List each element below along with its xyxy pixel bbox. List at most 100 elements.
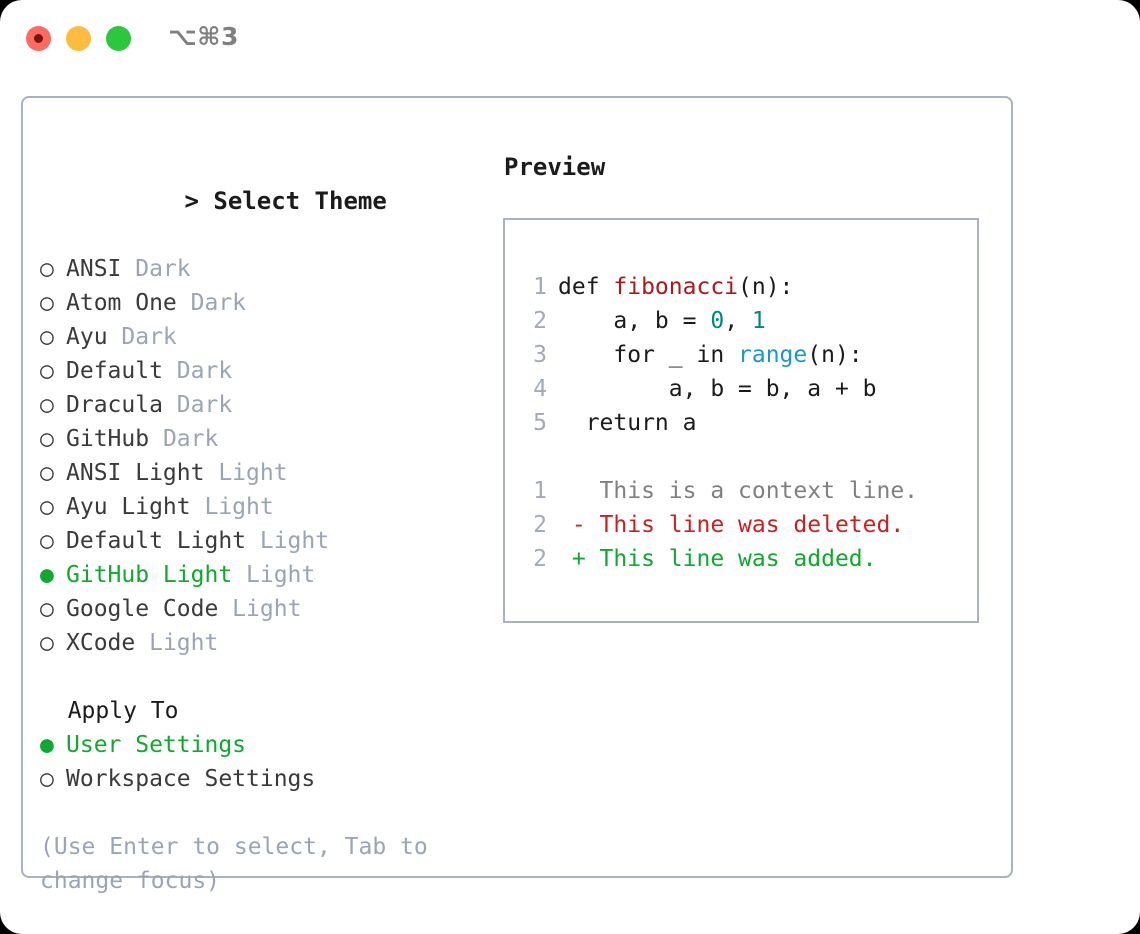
apply-to-label: Apply To (40, 694, 503, 728)
apply-to-option-list: ● User Settings ○ Workspace Settings (40, 728, 503, 796)
code-token-num: 1 (751, 308, 766, 334)
diff-line-ctx: 1 This is a context line. (525, 474, 977, 508)
theme-option-atom-one[interactable]: ○ Atom One Dark (40, 286, 503, 320)
theme-option-tag: Dark (121, 256, 191, 282)
theme-option-label: Default (66, 358, 163, 384)
theme-picker-header: > Select Theme (40, 150, 503, 252)
theme-option-dracula[interactable]: ○ Dracula Dark (40, 388, 503, 422)
theme-option-label: Ayu Light (66, 494, 191, 520)
radio-unselected-icon: ○ (40, 528, 54, 554)
diff-line-del: 2 - This line was deleted. (525, 508, 977, 542)
theme-option-label: GitHub (66, 426, 150, 452)
radio-unselected-icon: ○ (40, 358, 54, 384)
code-line: 3 for _ in range(n): (525, 338, 977, 372)
theme-option-tag: Light (246, 528, 330, 554)
theme-option-google-code[interactable]: ○ Google Code Light (40, 592, 503, 626)
radio-unselected-icon: ○ (40, 596, 54, 622)
theme-option-ansi[interactable]: ○ ANSI Dark (40, 252, 503, 286)
minimize-button[interactable] (66, 26, 91, 51)
theme-option-default[interactable]: ○ Default Dark (40, 354, 503, 388)
code-token-plain: for _ in (558, 342, 739, 368)
main-panel: > Select Theme ○ANSI Dark○Atom One Dark○… (21, 96, 1013, 894)
theme-option-label: Atom One (66, 290, 177, 316)
code-diff-spacer (525, 440, 977, 474)
line-number: 3 (533, 342, 547, 368)
code-token-plain: (n): (807, 342, 863, 368)
diff-line-text: This is a context line. (558, 478, 919, 504)
apply-to-option-label: Workspace Settings (66, 766, 316, 792)
maximize-button[interactable] (106, 26, 131, 51)
theme-option-ayu-light[interactable]: ○ Ayu Light Light (40, 490, 503, 524)
apply-to-option-user-settings[interactable]: ● User Settings (40, 728, 503, 762)
radio-unselected-icon: ○ (40, 630, 54, 656)
code-token-plain: , (724, 308, 752, 334)
theme-option-github-light[interactable]: ● GitHub Light Light (40, 558, 503, 592)
theme-option-label: Dracula (66, 392, 163, 418)
theme-option-tag: Dark (107, 324, 177, 350)
preview-title: Preview (504, 153, 606, 181)
apply-to-option-label: User Settings (66, 732, 247, 758)
code-token-plain: def (558, 274, 614, 300)
section-spacer (40, 660, 503, 694)
line-number: 2 (533, 308, 547, 334)
diff-line-text: - This line was deleted. (558, 512, 905, 538)
apply-to-option-workspace-settings[interactable]: ○ Workspace Settings (40, 762, 503, 796)
theme-option-label: ANSI (66, 256, 122, 282)
code-token-fn: fibonacci (613, 274, 739, 300)
radio-unselected-icon: ○ (40, 766, 54, 792)
theme-option-tag: Light (232, 562, 316, 588)
line-number: 2 (533, 512, 547, 538)
theme-option-list: ○ ANSI Dark ○ Atom One Dark ○ Ayu Dark ○ Defaul… (40, 252, 503, 660)
code-line: 4 a, b = b, a + b (525, 372, 977, 406)
theme-option-tag: Light (135, 630, 219, 656)
radio-selected-icon: ● (40, 562, 54, 588)
theme-option-xcode[interactable]: ○ XCode Light (40, 626, 503, 660)
code-token-plain: a, b = (558, 308, 711, 334)
theme-option-tag: Dark (162, 358, 233, 384)
line-number: 2 (533, 546, 547, 572)
theme-option-label: Default Light (66, 528, 247, 554)
theme-option-tag: Light (204, 460, 288, 486)
keyboard-shortcut-label: ⌥⌘3 (168, 22, 239, 51)
theme-option-tag: Dark (149, 426, 219, 452)
radio-selected-icon: ● (40, 732, 54, 758)
code-line: 2 a, b = 0, 1 (525, 304, 977, 338)
code-token-plain: a, b = b, a + b (558, 376, 877, 402)
theme-option-tag: Dark (162, 392, 233, 418)
theme-option-label: Ayu (66, 324, 108, 350)
window-controls (26, 26, 131, 51)
theme-option-ansi-light[interactable]: ○ ANSI Light Light (40, 456, 503, 490)
line-number: 4 (533, 376, 547, 402)
line-number: 1 (533, 478, 547, 504)
close-button[interactable] (26, 26, 51, 51)
radio-unselected-icon: ○ (40, 324, 54, 350)
radio-unselected-icon: ○ (40, 256, 54, 282)
radio-unselected-icon: ○ (40, 426, 54, 452)
radio-unselected-icon: ○ (40, 392, 54, 418)
code-token-plain: return a (558, 410, 697, 436)
line-number: 5 (533, 410, 547, 436)
apply-to-label-text: Apply To (67, 698, 179, 724)
radio-unselected-icon: ○ (40, 460, 54, 486)
theme-option-default-light[interactable]: ○ Default Light Light (40, 524, 503, 558)
theme-picker-header-text: > Select Theme (184, 187, 387, 215)
theme-option-label: GitHub Light (66, 562, 233, 588)
title-bar: ⌥⌘3 (0, 0, 1140, 78)
code-line: 5 return a (525, 406, 977, 440)
theme-option-label: Google Code (66, 596, 219, 622)
diff-line-text: + This line was added. (558, 546, 877, 572)
code-token-num: 0 (710, 308, 725, 334)
theme-option-label: ANSI Light (66, 460, 205, 486)
theme-option-tag: Light (190, 494, 274, 520)
theme-option-github[interactable]: ○ GitHub Dark (40, 422, 503, 456)
theme-option-tag: Light (218, 596, 302, 622)
radio-unselected-icon: ○ (40, 494, 54, 520)
radio-unselected-icon: ○ (40, 290, 54, 316)
theme-option-label: XCode (66, 630, 136, 656)
theme-option-ayu[interactable]: ○ Ayu Dark (40, 320, 503, 354)
theme-option-tag: Dark (176, 290, 247, 316)
